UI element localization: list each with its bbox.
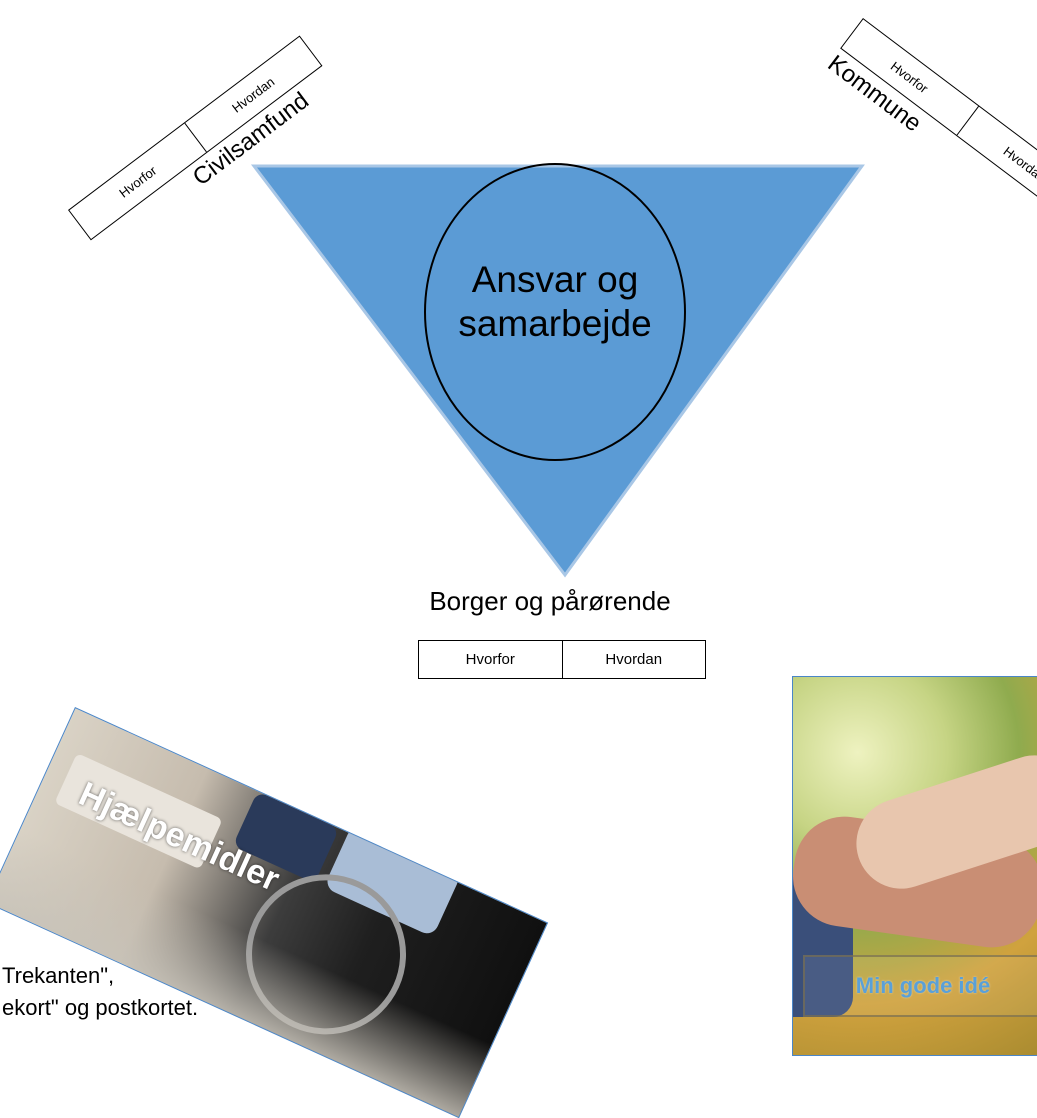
borger-why-cell: Hvorfor: [465, 651, 515, 668]
borger-how-cell: Hvordan: [561, 641, 706, 678]
min-gode-ide-label-box: Min gode idé: [803, 955, 1037, 1017]
inverted-triangle: [250, 164, 865, 578]
responsibility-triangle-diagram: [250, 163, 865, 578]
min-gode-ide-title: Min gode idé: [855, 973, 991, 998]
caption-text: Trekanten", ekort" og postkortet.: [2, 963, 199, 1020]
center-circle: [424, 163, 686, 461]
center-circle-label: Ansvar og samarbejde: [458, 259, 652, 344]
borger-why-how-box: Hvorfor Hvordan: [418, 640, 706, 679]
borger-label: Borger og pårørende: [429, 586, 671, 616]
min-gode-ide-card[interactable]: Min gode idé: [792, 676, 1037, 1056]
